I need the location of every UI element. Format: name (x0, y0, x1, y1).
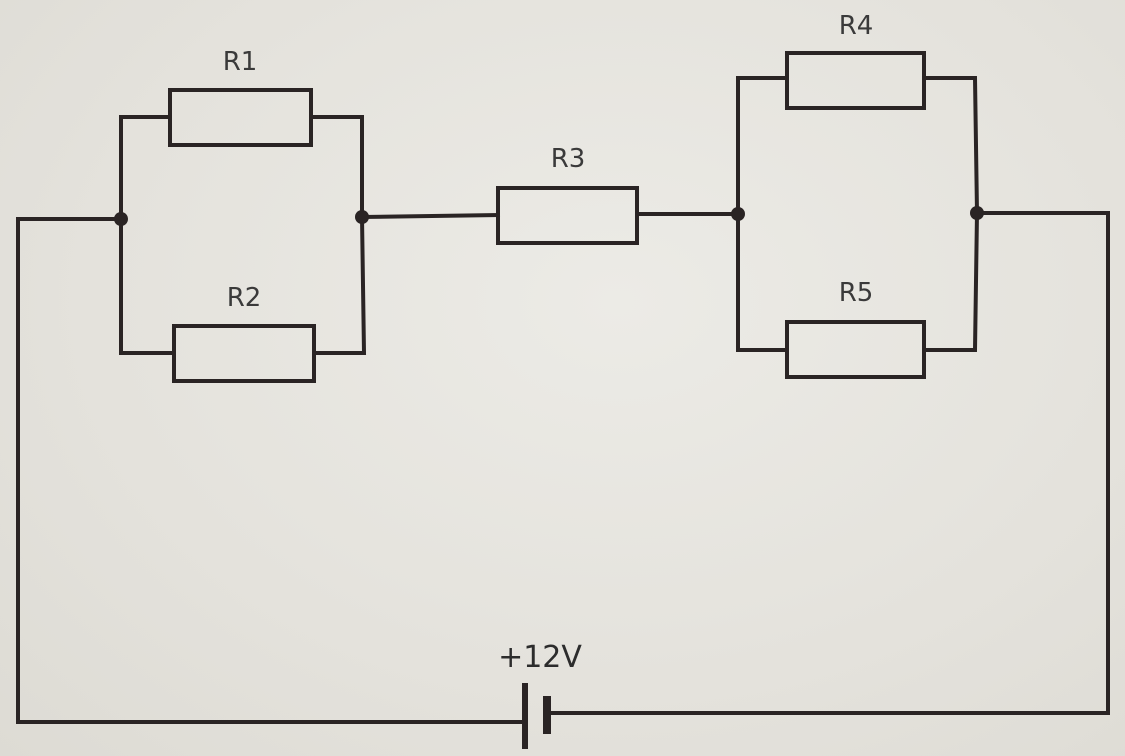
label-r1: R1 (223, 47, 258, 77)
label-r5: R5 (839, 278, 874, 308)
junction-left-a (114, 212, 128, 226)
resistor-r4 (785, 51, 926, 110)
resistor-r2 (172, 324, 316, 383)
resistor-r3 (496, 186, 639, 245)
wire-r1-left (119, 115, 172, 221)
battery-plate-long (522, 683, 528, 749)
label-battery-voltage: +12V (498, 640, 582, 675)
resistor-r5 (785, 320, 926, 379)
wire-left-loop (16, 217, 527, 724)
junction-left-b (355, 210, 369, 224)
wire-r4-left (736, 76, 789, 216)
junction-right-a (731, 207, 745, 221)
wire-r5-right (922, 210, 980, 352)
battery (522, 683, 551, 749)
battery-plate-short (543, 696, 551, 734)
wire-r2-right (312, 214, 367, 355)
wire-to-r3 (359, 212, 501, 220)
wire-r1-right (309, 115, 364, 219)
label-r4: R4 (839, 11, 874, 41)
resistor-r1 (168, 88, 313, 147)
junction-right-b (970, 206, 984, 220)
wire-r5-left (736, 212, 789, 352)
wire-r4-right (922, 76, 980, 216)
wire-right-loop (546, 211, 1110, 715)
label-r3: R3 (551, 144, 586, 174)
wire-r2-left (119, 217, 176, 355)
label-r2: R2 (227, 283, 262, 313)
